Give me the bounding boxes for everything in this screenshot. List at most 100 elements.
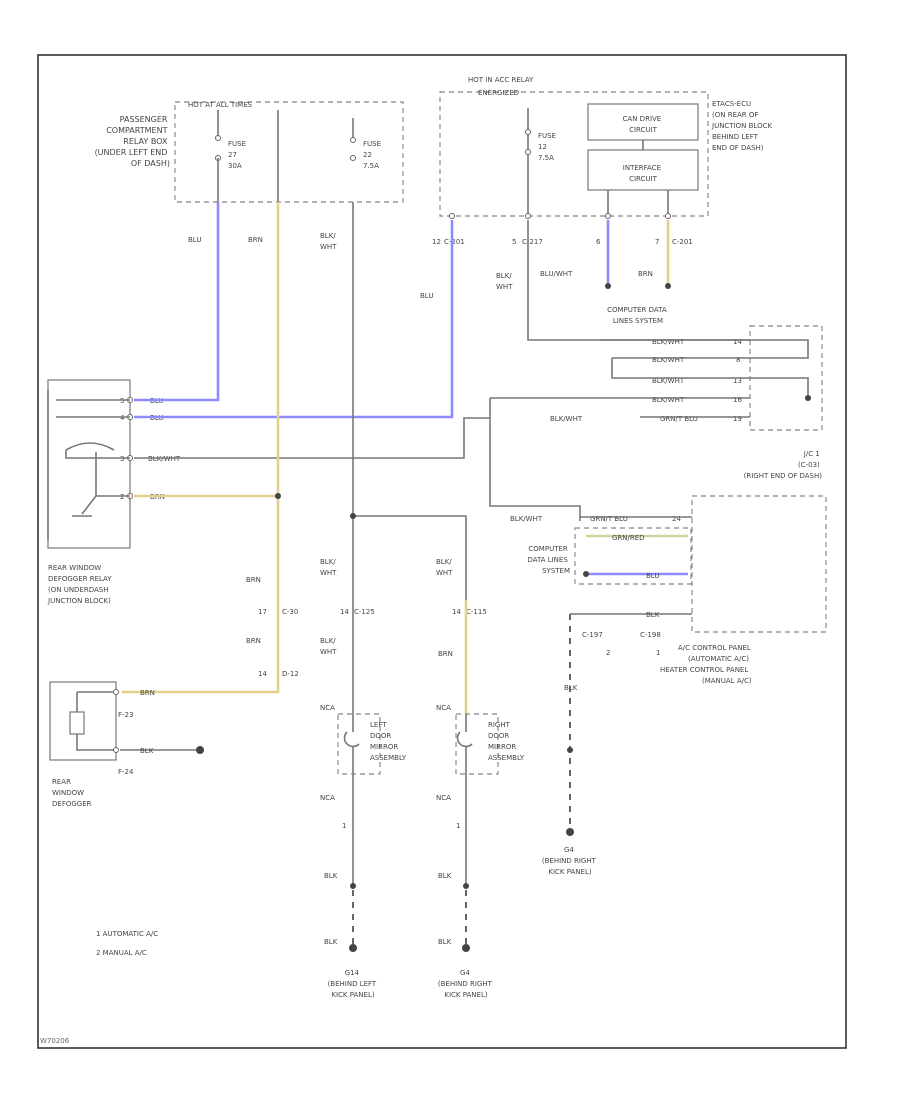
fuse27-label: FUSE 27 30A (228, 140, 248, 170)
jc-row-5-wire: GRN/T BLU (660, 415, 698, 423)
fuse12-bottom-pin (525, 149, 531, 155)
jc1-label: J/C 1 (C-03) (RIGHT END OF DASH) (744, 450, 823, 480)
conn-f24: F-24 (118, 768, 134, 776)
ground-g4-lower (462, 944, 470, 952)
ac-panel-label: A/C CONTROL PANEL (AUTOMATIC A/C) HEATER… (660, 644, 753, 685)
etacs-pin12 (449, 213, 455, 219)
right-ground-node (463, 883, 469, 889)
fuse22-splice-node (350, 513, 356, 519)
ac-control-panel-box (691, 495, 827, 633)
wire-label-blk7: BLK (564, 684, 578, 692)
passenger-junction-box (174, 101, 404, 203)
cdl-label-top: COMPUTER DATA LINES SYSTEM (607, 306, 669, 325)
left-mirror-box (337, 713, 381, 775)
conn-c30: C-30 (282, 608, 298, 616)
can-drive-label: CAN DRIVE CIRCUIT (623, 115, 664, 134)
conn-f23: F-23 (118, 711, 133, 719)
wire-label-blkwht3: BLK/ WHT (320, 558, 338, 577)
conn-14b: 14 (340, 608, 349, 616)
etacs-pin5 (525, 213, 531, 219)
cdl-node-left (605, 283, 611, 289)
relay-coil-switch (65, 442, 130, 517)
wire-label-bluwht: BLU/WHT (540, 270, 573, 278)
wire-blu-fuse27-relay (134, 202, 220, 402)
conn-7: 7 (655, 238, 659, 246)
conn-c217: C-217 (522, 238, 543, 246)
jc-pin-13: 13 (733, 377, 742, 385)
wire-label-blk6: BLK (438, 938, 452, 946)
jc-pin-8: 8 (736, 356, 740, 364)
ground-g4-right (566, 828, 574, 836)
jc-bridge-2 (750, 377, 809, 398)
figure-id: W70206 (40, 1037, 70, 1045)
wire-label-blkwht4: BLK/ WHT (436, 558, 454, 577)
etacs-pin6 (605, 213, 611, 219)
jc-pin-16: 16 (733, 396, 742, 404)
cdl-label-mid: COMPUTER DATA LINES SYSTEM (527, 545, 570, 575)
conn-c198: C-198 (640, 631, 661, 639)
nca-3: NCA (320, 794, 335, 802)
jc-blkwht-left: BLK/WHT (550, 415, 583, 423)
wire-label-blk1: BLK (646, 611, 660, 619)
wire-label-blu2: BLU (420, 292, 433, 300)
wire-label-grn-red: GRN/RED (612, 534, 645, 542)
wire-label-brn5: BRN (140, 689, 155, 697)
wire-label-brn6: BRN (438, 650, 453, 658)
conn-c201a: C-201 (444, 238, 465, 246)
fuse22-top-pin (350, 137, 356, 143)
fuse12-top-pin (525, 129, 531, 135)
rear-defogger-box (49, 681, 117, 761)
relay-internal-lines (56, 399, 130, 418)
conn-6: 6 (596, 238, 601, 246)
left-ground-node (350, 883, 356, 889)
fuse22-bottom-pin (350, 155, 356, 161)
ground-g14-left (349, 944, 357, 952)
wire-label-blkwht5: BLK/ WHT (320, 637, 338, 656)
energized-label: ENERGIZED (478, 89, 519, 97)
conn-12: 12 (432, 238, 441, 246)
conn-14c: 14 (452, 608, 461, 616)
g4-wire-node (567, 747, 573, 753)
wire-label-blk5: BLK (324, 938, 338, 946)
interface-label: INTERFACE CIRCUIT (623, 164, 663, 183)
pin-1-right: 1 (456, 822, 460, 830)
wire-jc-to-panel (489, 398, 581, 521)
wire-label-brn1: BRN (248, 236, 263, 244)
wire-label-blu1: BLU (188, 236, 201, 244)
wire-label-blu3: BLU (646, 572, 659, 580)
conn-14: 14 (258, 670, 267, 678)
conn-5: 5 (512, 238, 516, 246)
left-mirror-label: LEFT DOOR MIRROR ASSEMBLY (370, 721, 407, 762)
relay-pin3-label: 3 (120, 455, 124, 463)
conn-c125: C-125 (354, 608, 375, 616)
etacs-ecu-box (439, 91, 709, 217)
conn-c115: C-115 (466, 608, 487, 616)
legend-ref-1: 1 (656, 649, 660, 657)
fuse12-label: FUSE 12 7.5A (538, 132, 558, 162)
defogger-pin-f23 (113, 689, 119, 695)
right-mirror-label: RIGHT DOOR MIRROR ASSEMBLY (488, 721, 525, 762)
defogger-pin-f24 (113, 747, 119, 753)
wire-label-blk2: BLK (140, 747, 154, 755)
wire-label-jc-blkwht: BLK/WHT (510, 515, 543, 523)
wire-fuse22-right-branch (353, 515, 467, 600)
ground-g4-right-label: G4 (BEHIND RIGHT KICK PANEL) (542, 846, 598, 876)
conn-c201b: C-201 (672, 238, 693, 246)
defogger-element (69, 711, 85, 735)
wire-label-brn3: BRN (246, 576, 261, 584)
fuse27-top-pin (215, 135, 221, 141)
conn-c197: C-197 (582, 631, 603, 639)
jc-pin-14: 14 (733, 338, 742, 346)
fuse22-label: FUSE 22 7.5A (363, 140, 383, 170)
conn-d12: D-12 (282, 670, 299, 678)
legend-manual: 2 MANUAL A/C (96, 949, 147, 957)
right-mirror-heater (456, 714, 473, 774)
jc-node (805, 395, 811, 401)
brn-splice-node (275, 493, 281, 499)
wire-label-blk3: BLK (324, 872, 338, 880)
nca-2: NCA (436, 704, 451, 712)
wire-label-blkwht2: BLK/ WHT (496, 272, 514, 291)
diagram-frame (37, 54, 847, 1049)
relay-pin4-label: 4 (120, 414, 125, 422)
defogger-ground-icon (196, 746, 204, 754)
